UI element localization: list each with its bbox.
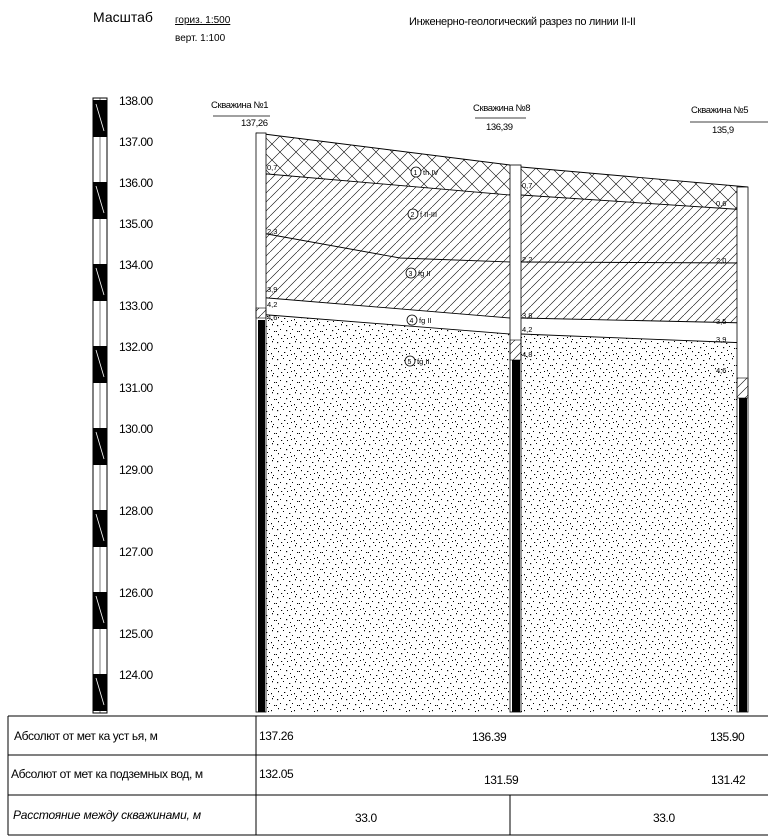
layer-4-label: fg II [419, 316, 432, 325]
depth-labels: 0,7 2,3 3,9 4,2 4,6 0,7 2,2 3,8 4,2 4,8 … [267, 163, 726, 375]
ruler-tick-label: 126.00 [119, 586, 154, 600]
ruler-segment-highlight [95, 513, 105, 542]
ruler-tick-label: 125.00 [119, 627, 154, 641]
layer-1-fill [256, 133, 510, 195]
geological-layers [255, 132, 749, 712]
row-label-collar-elevation: Абсолют от мет ка уст ья, м [14, 729, 158, 743]
ruler-tick-label: 135.00 [119, 217, 154, 231]
ruler-segment-highlight [95, 431, 105, 460]
groundwater-bh1: 132.05 [259, 767, 294, 781]
svg-text:1: 1 [414, 170, 418, 177]
svg-text:4: 4 [410, 318, 414, 325]
bh5-depth-5: 4,6 [716, 366, 726, 375]
ruler-tick-label: 138.00 [119, 94, 154, 108]
layer-3-marker: 3 fg II [405, 267, 431, 279]
layer-markers: 1 th IV 2 f II-III 3 fg II 4 fg II 5 fg … [404, 166, 438, 367]
groundwater-bh8: 131.59 [484, 773, 519, 787]
scale-vertical: верт. 1:100 [175, 33, 226, 44]
bh5-depth-2: 2,0 [716, 256, 726, 265]
ruler-tick-label: 131.00 [119, 381, 154, 395]
ruler-tick-label: 133.00 [119, 299, 154, 313]
ruler-segment-highlight [95, 595, 105, 624]
bh1-depth-1: 0,7 [267, 163, 277, 172]
row-label-groundwater: Абсолют от мет ка подземных вод, м [11, 767, 203, 781]
borehole-5-name: Скважина №5 [691, 105, 748, 116]
layer-2-fill-right [521, 195, 748, 323]
row-label-distance: Расстояние между скважинами, м [13, 808, 201, 822]
ruler-tick-label: 134.00 [119, 258, 154, 272]
bh1-depth-2: 2,3 [267, 227, 277, 236]
borehole-1-name: Скважина №1 [211, 100, 268, 111]
layer-1-marker: 1 th IV [410, 166, 438, 178]
data-table: Абсолют от мет ка уст ья, м 137.26 136.3… [7, 715, 768, 836]
layer-1-label: th IV [423, 168, 438, 177]
borehole-5-elevation: 135,9 [712, 125, 734, 136]
layer-5-label: fg II [417, 357, 430, 366]
ruler-tick-label: 127.00 [119, 545, 154, 559]
ruler-tick-label: 128.00 [119, 504, 154, 518]
scale-horizontal: гориз. 1:500 [175, 15, 231, 26]
ruler-tick-label: 137.00 [119, 135, 154, 149]
ruler-tick-label: 129.00 [119, 463, 154, 477]
ruler-segment-highlight [95, 103, 105, 132]
borehole-8-elevation: 136,39 [486, 122, 513, 133]
borehole-8-name: Скважина №8 [473, 103, 530, 114]
distance-1-8: 33.0 [355, 811, 377, 825]
bh1-depth-5: 4,6 [267, 313, 277, 322]
bh8-depth-5: 4,8 [522, 350, 532, 359]
collar-elevation-bh1: 137.26 [259, 729, 294, 743]
layer-3-label: fg II [418, 269, 431, 278]
collar-elevation-bh5: 135.90 [710, 730, 745, 744]
bh5-depth-1: 0,6 [716, 199, 726, 208]
layer-4-marker: 4 fg II [406, 314, 432, 326]
borehole-headers: Скважина №1 137,26 Скважина №8 136,39 Ск… [211, 100, 768, 136]
bh1-depth-4: 4,2 [267, 300, 277, 309]
groundwater-bh5: 131.42 [711, 773, 746, 787]
bh8-depth-2: 2,2 [522, 255, 532, 264]
elevation-ruler: 138.00 137.00 136.00 135.00 134.00 133.00 132.… [92, 94, 154, 714]
layer-5-marker: 5 fg II [404, 355, 430, 367]
scale-label: Масштаб [93, 9, 153, 25]
bh8-depth-3: 3,8 [522, 311, 532, 320]
bh8-depth-1: 0,7 [522, 181, 532, 190]
ruler-segment-highlight [95, 349, 105, 378]
svg-text:5: 5 [408, 359, 412, 366]
layer-2-label: f II-III [420, 210, 437, 219]
ruler-tick-label: 124.00 [119, 668, 154, 682]
borehole-columns [255, 132, 749, 713]
bh5-depth-3: 3,5 [716, 317, 726, 326]
svg-text:2: 2 [411, 212, 415, 219]
section-title: Инженерно-геологический разрез по линии … [409, 16, 636, 28]
borehole-1-elevation: 137,26 [241, 118, 268, 129]
layer-2-fill [256, 173, 510, 318]
ruler-segment-highlight [95, 185, 105, 214]
collar-elevation-bh8: 136.39 [472, 730, 507, 744]
bh5-depth-4: 3,9 [716, 335, 726, 344]
ruler-segment-highlight [95, 267, 105, 296]
bh1-depth-3: 3,9 [267, 285, 277, 294]
layer-1-fill-right [521, 167, 748, 210]
ruler-tick-label: 132.00 [119, 340, 154, 354]
layer-2-marker: 2 f II-III [407, 208, 437, 220]
svg-text:3: 3 [409, 271, 413, 278]
layer-5-fill-right [521, 334, 748, 712]
layer-5-fill [256, 314, 510, 712]
distance-8-5: 33.0 [653, 811, 675, 825]
bh8-depth-4: 4,2 [522, 325, 532, 334]
ruler-tick-label: 136.00 [119, 176, 154, 190]
ruler-tick-label: 130.00 [119, 422, 154, 436]
ruler-segment-highlight [95, 677, 105, 706]
